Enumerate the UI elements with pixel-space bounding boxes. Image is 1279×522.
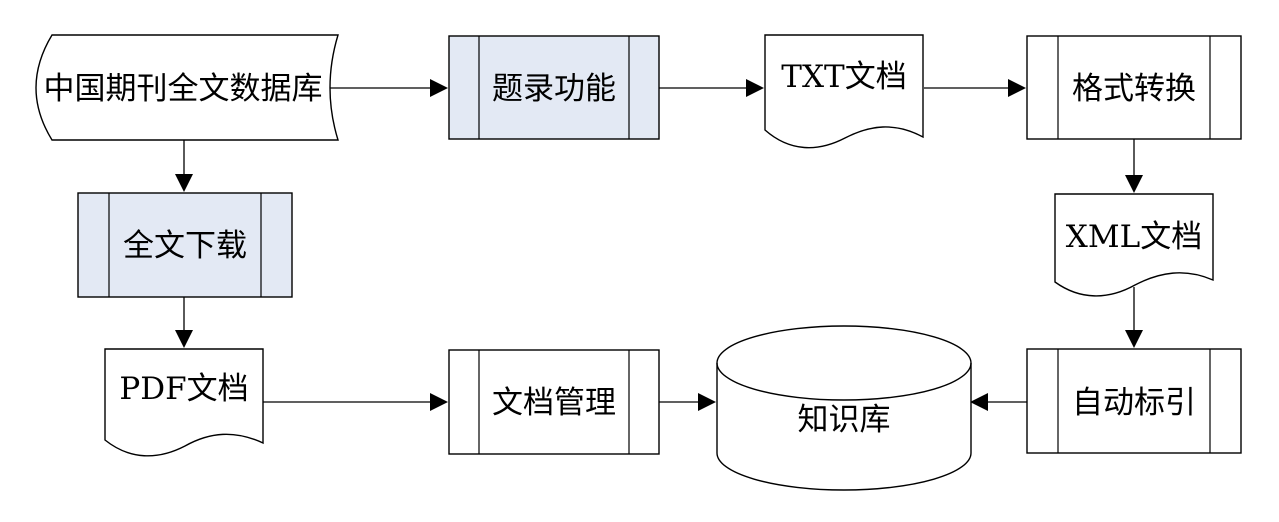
node-knowledge-base-label: 知识库 [798, 402, 891, 438]
edge-auto-index-to-knowledge-base [970, 393, 1027, 411]
node-journal-database-label: 中国期刊全文数据库 [44, 71, 323, 107]
node-pdf-document-label: PDF文档 [119, 371, 248, 407]
edge-journal-db-to-fulltext-download [175, 139, 193, 192]
node-auto-indexing-label: 自动标引 [1072, 385, 1196, 421]
edge-xml-doc-to-auto-index [1125, 287, 1143, 348]
edge-doc-management-to-knowledge-base [659, 393, 716, 411]
node-journal-database[interactable]: 中国期刊全文数据库 [35, 34, 339, 141]
node-catalog-function-label: 题录功能 [492, 71, 616, 107]
node-format-conversion-label: 格式转换 [1072, 71, 1196, 107]
node-txt-document-label: TXT文档 [781, 59, 906, 95]
node-xml-document[interactable]: XML文档 [1054, 193, 1214, 297]
node-txt-document[interactable]: TXT文档 [764, 34, 924, 149]
edge-journal-db-to-catalog [328, 79, 448, 97]
edge-fulltext-download-to-pdf-doc [175, 297, 193, 348]
node-fulltext-download-label: 全文下载 [123, 228, 247, 264]
node-auto-indexing[interactable]: 自动标引 [1026, 348, 1242, 454]
node-document-management-label: 文档管理 [492, 385, 616, 421]
node-pdf-document[interactable]: PDF文档 [104, 348, 264, 457]
edge-pdf-doc-to-doc-management [263, 393, 448, 411]
edge-txt-doc-to-format-convert [924, 79, 1026, 97]
node-knowledge-base[interactable]: 知识库 [716, 325, 972, 491]
node-fulltext-download[interactable]: 全文下载 [77, 192, 293, 298]
edges [175, 79, 1143, 411]
node-format-conversion[interactable]: 格式转换 [1026, 35, 1242, 140]
node-xml-document-label: XML文档 [1066, 219, 1202, 255]
edge-catalog-to-txt-doc [659, 79, 764, 97]
edge-format-convert-to-xml-doc [1125, 139, 1143, 193]
node-catalog-function[interactable]: 题录功能 [448, 35, 660, 140]
node-document-management[interactable]: 文档管理 [448, 349, 660, 455]
